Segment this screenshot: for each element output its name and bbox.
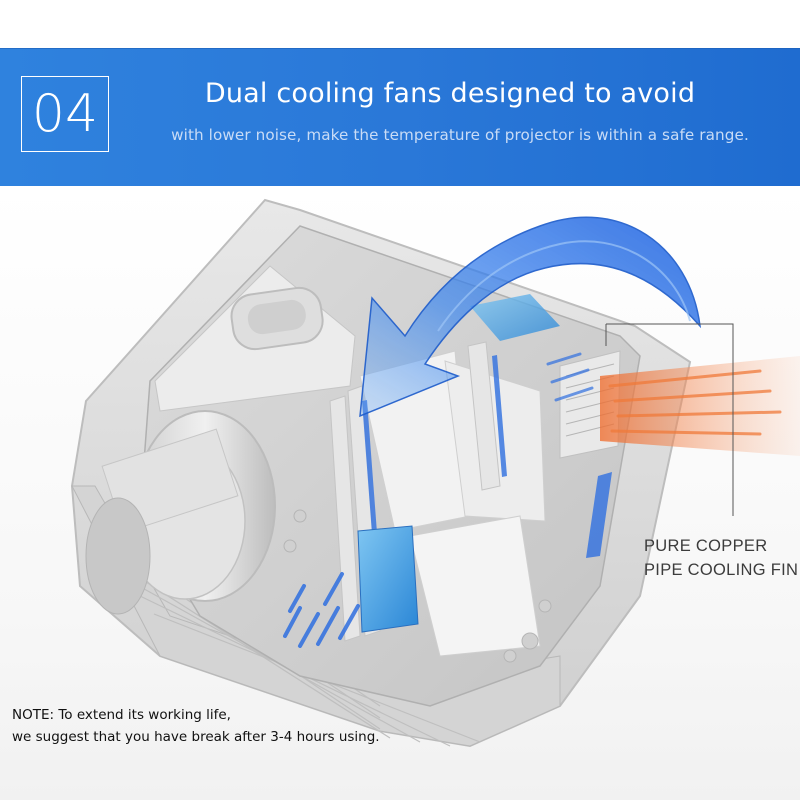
projector-photo bbox=[0, 186, 800, 800]
banner-rule bbox=[0, 48, 800, 49]
callout-label-line2: PIPE COOLING FIN bbox=[644, 561, 799, 579]
note-line-2: we suggest that you have break after 3-4… bbox=[12, 729, 380, 745]
usage-note: NOTE: To extend its working life, we sug… bbox=[12, 704, 380, 748]
note-line-1: NOTE: To extend its working life, bbox=[12, 707, 231, 723]
callout-label-line1: PURE COPPER bbox=[644, 537, 768, 555]
step-number-box: 04 bbox=[21, 76, 109, 152]
subheadline: with lower noise, make the temperature o… bbox=[171, 126, 749, 144]
headline: Dual cooling fans designed to avoid bbox=[204, 78, 696, 109]
projector-illustration bbox=[70, 198, 800, 748]
callout-leader bbox=[605, 323, 734, 516]
header-banner bbox=[0, 48, 800, 186]
